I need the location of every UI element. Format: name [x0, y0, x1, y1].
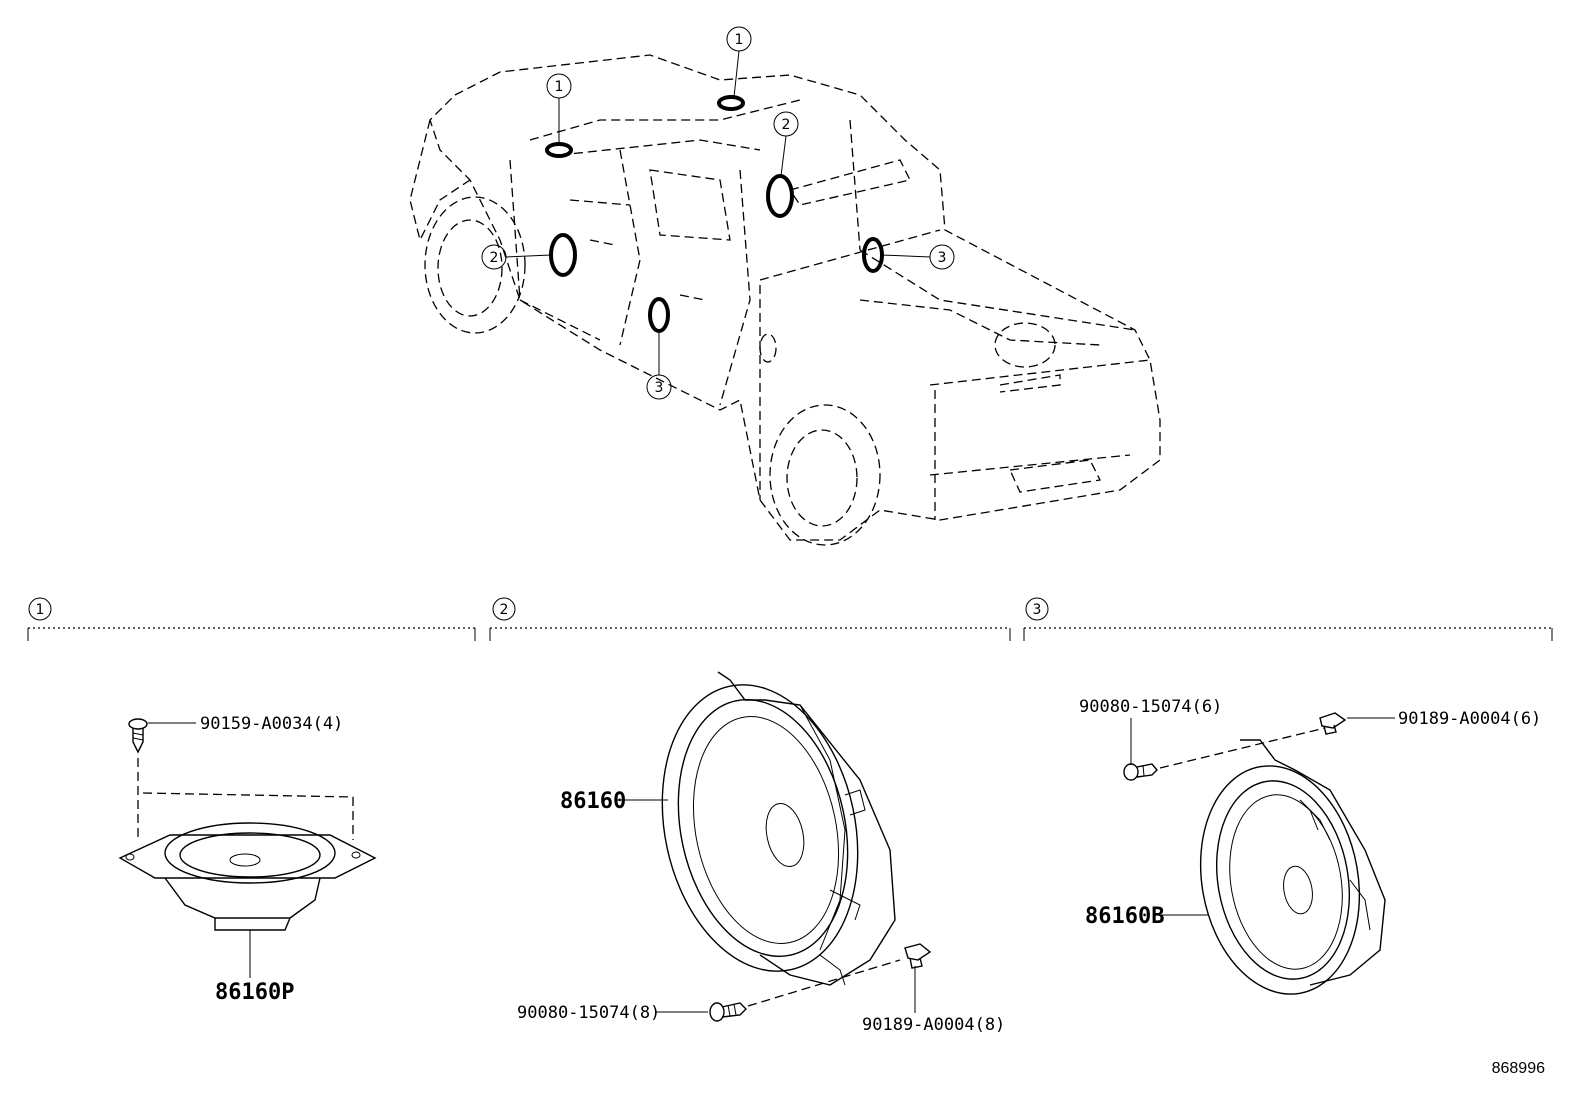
front-door-speaker-location-right	[766, 174, 794, 218]
rear-door-speaker-icon	[1199, 739, 1386, 995]
screw-icon	[709, 1002, 747, 1022]
part-number-rear-speaker: 86160B	[1085, 904, 1164, 929]
callout-3-right: 3	[929, 244, 955, 270]
callout-label: 3	[655, 380, 664, 396]
section-2-front-speaker-assembly: 86160 90080-15074(8) 90189-A0004(8)	[517, 671, 1005, 1035]
part-number-rear-screw: 90080-15074(6)	[1079, 697, 1222, 717]
part-number-rear-nut: 90189-A0004(6)	[1398, 709, 1541, 729]
section-1-header: 1	[27, 597, 476, 641]
section-3-header: 3	[1023, 597, 1553, 641]
section-2-header: 2	[489, 597, 1011, 641]
tweeter-location-rear	[717, 95, 745, 111]
callout-label: 2	[782, 117, 791, 133]
part-number-front-speaker: 86160	[560, 789, 626, 814]
screw-icon	[1123, 763, 1158, 781]
illustration-number: 868996	[1492, 1060, 1545, 1077]
callout-2-right: 2	[773, 111, 799, 137]
tweeter-speaker-icon	[118, 822, 377, 931]
rear-door-speaker-location-right	[862, 237, 884, 273]
part-number-tweeter: 86160P	[215, 980, 294, 1005]
rear-door-speaker-location-left	[648, 297, 670, 333]
callout-label: 2	[490, 250, 499, 266]
part-number-front-nut: 90189-A0004(8)	[862, 1015, 1005, 1035]
callout-label: 3	[938, 250, 947, 266]
section-label: 3	[1033, 602, 1042, 618]
callout-label: 1	[555, 79, 564, 95]
clip-nut-icon	[1319, 712, 1347, 735]
callout-label: 1	[735, 32, 744, 48]
section-label: 1	[36, 602, 45, 618]
part-number-screw-tweeter: 90159-A0034(4)	[200, 714, 343, 734]
section-1-tweeter-assembly: 90159-A0034(4) 86160P	[118, 714, 377, 1005]
screw-icon	[128, 718, 148, 754]
section-label: 2	[500, 602, 509, 618]
front-door-speaker-icon	[661, 671, 896, 986]
callout-1-front: 1	[546, 73, 572, 99]
tweeter-location-front	[545, 142, 573, 158]
callout-3-left: 3	[646, 374, 672, 400]
callout-1-rear: 1	[726, 26, 752, 52]
callout-2-left: 2	[481, 244, 507, 270]
section-3-rear-speaker-assembly: 90080-15074(6) 90189-A0004(6) 86160B	[1079, 697, 1541, 995]
front-door-speaker-location-left	[549, 233, 577, 277]
part-number-front-screw: 90080-15074(8)	[517, 1003, 660, 1023]
clip-nut-icon	[904, 943, 932, 969]
truck-illustration: 1 1 2 2 3 3	[409, 26, 1161, 546]
